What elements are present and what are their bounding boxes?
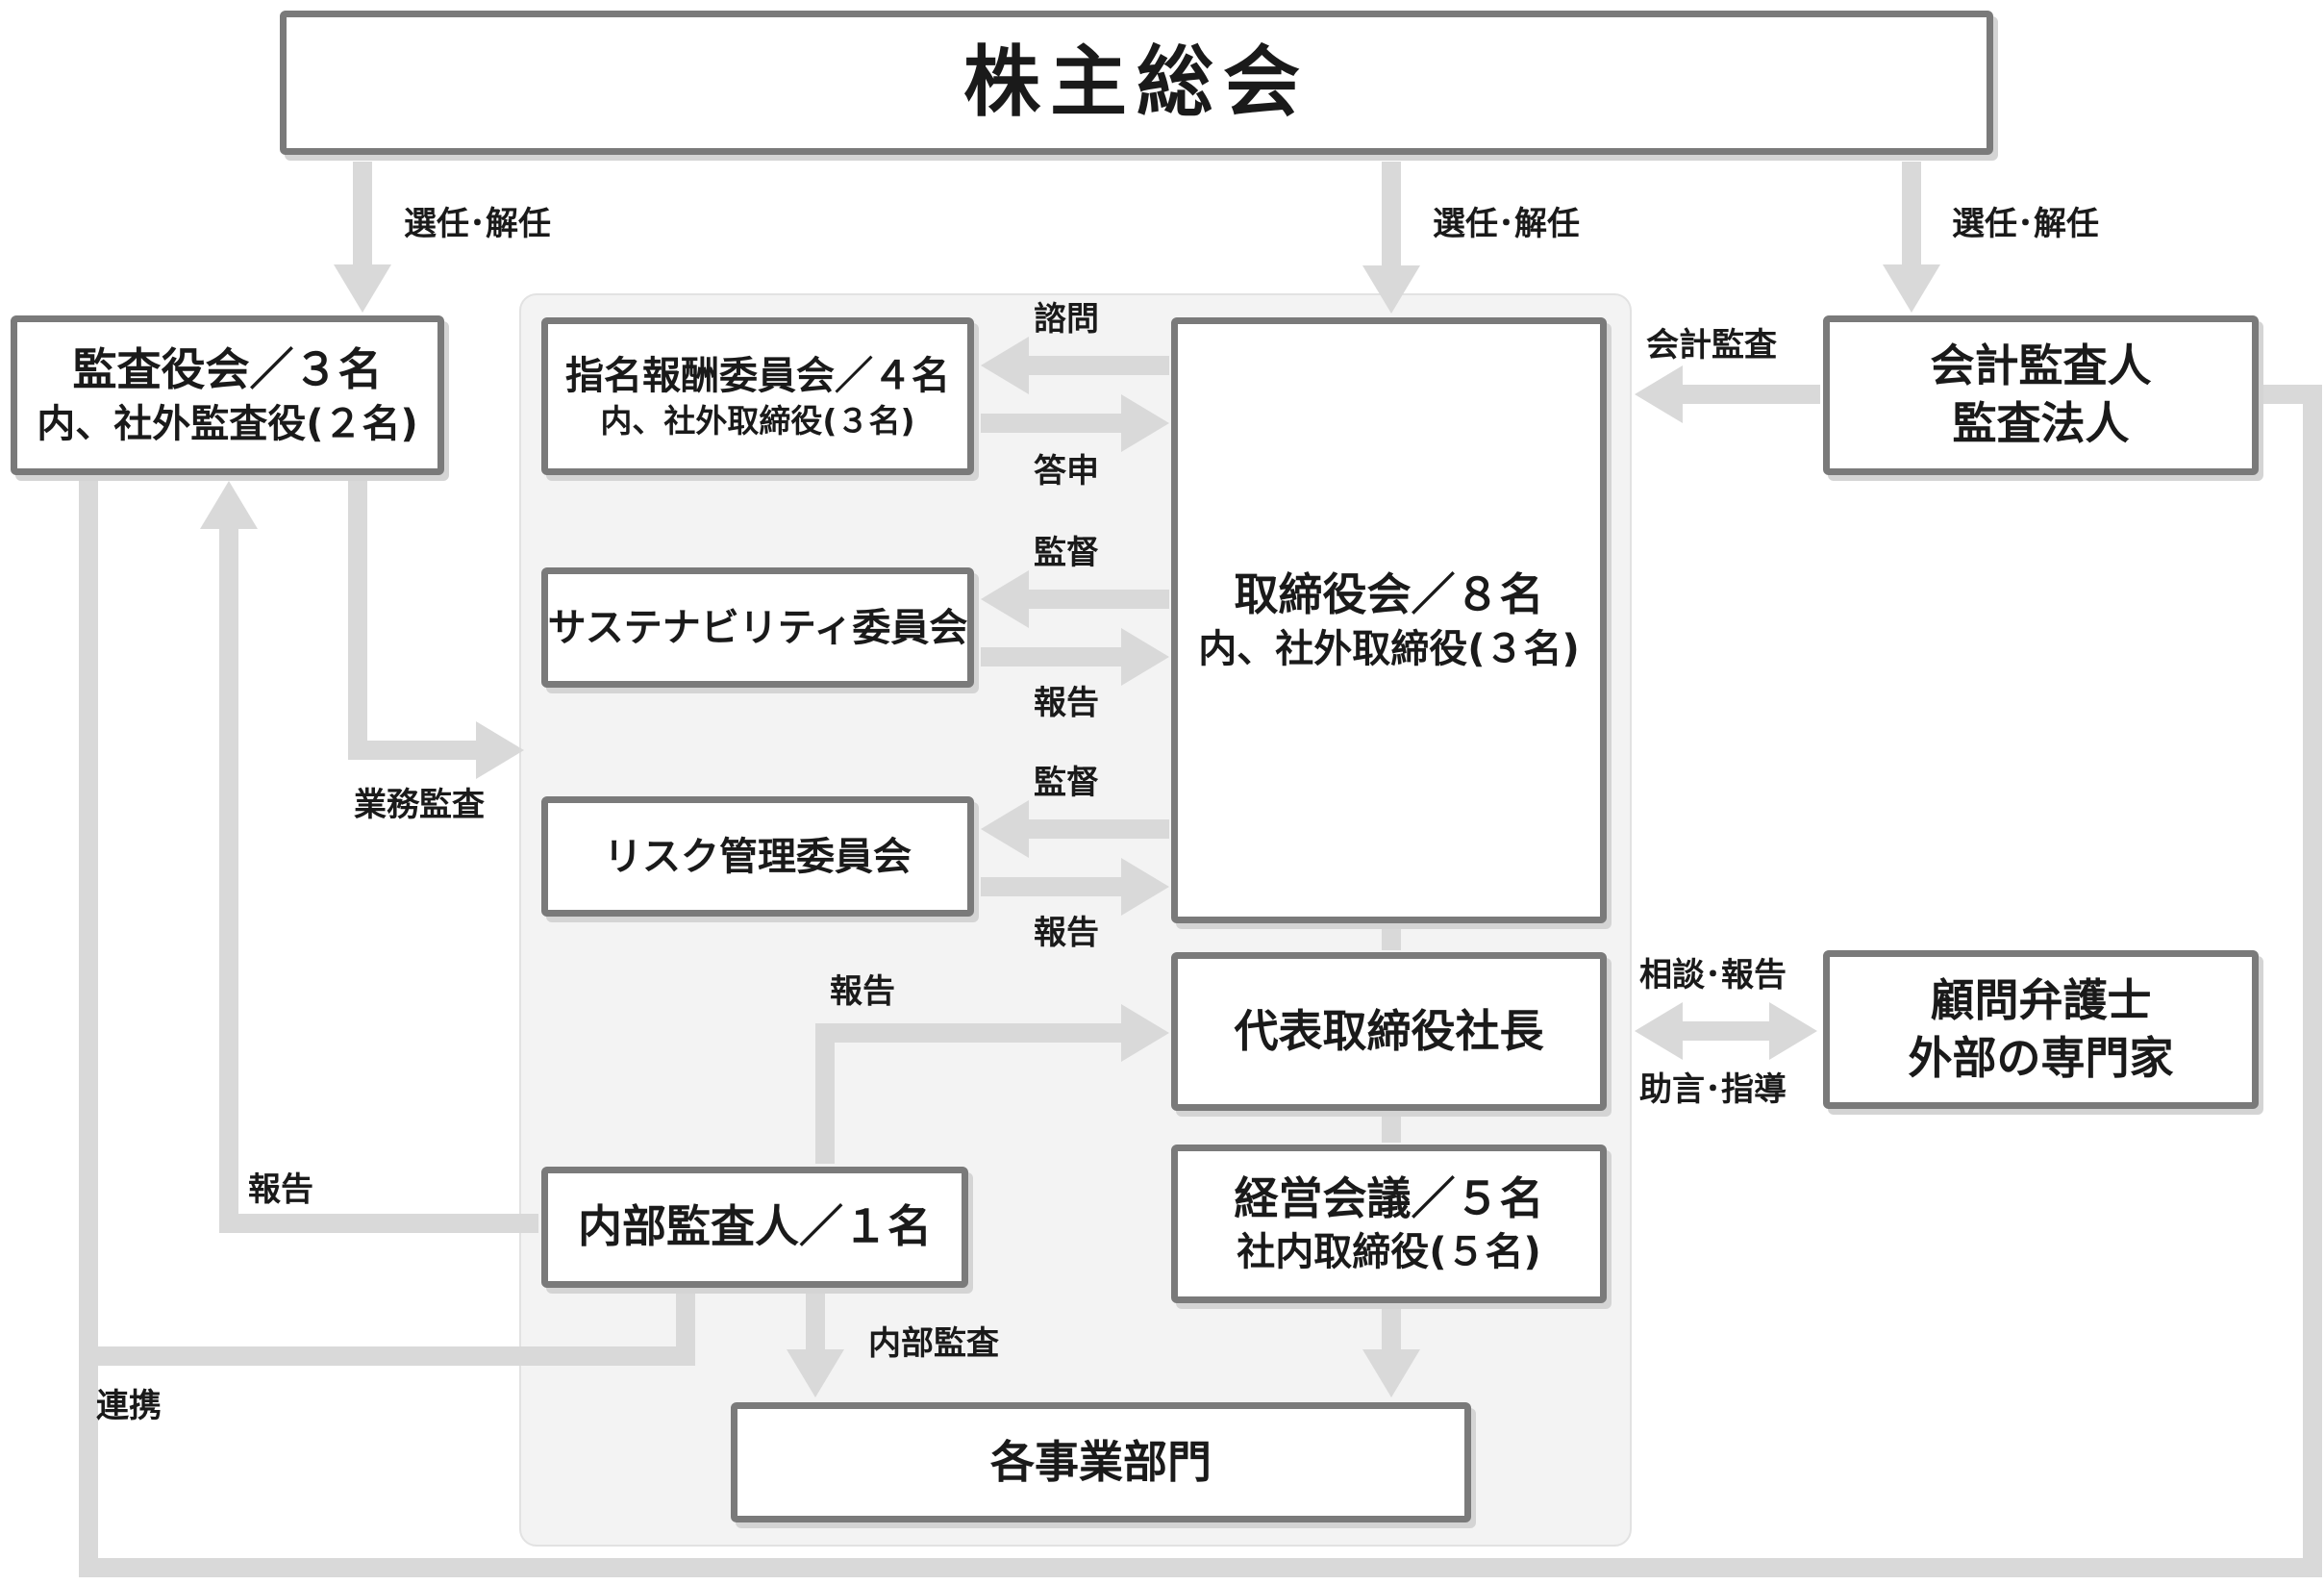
advisor-line2: 外部の専門家 [1908, 1031, 2174, 1084]
business-audit-arrow-shaft [348, 481, 481, 760]
board-of-directors-sub: 内、社外取締役(３名) [1198, 626, 1580, 671]
accounting-auditor-line2: 監査法人 [1952, 397, 2130, 449]
internal-auditor-box: 内部監査人／１名 [541, 1167, 968, 1288]
risk-committee-box: リスク管理委員会 [541, 796, 974, 917]
report-to-president-label: 報告 [830, 972, 895, 1011]
nomination-committee-box: 指名報酬委員会／４名 内、社外取締役(３名) [541, 317, 974, 475]
management-business-arrow-head [1362, 1349, 1420, 1397]
shareholders-meeting-box: 株主総会 [280, 11, 1993, 155]
business-audit-label: 業務監査 [354, 786, 485, 824]
supervise-risk-label: 監督 [1034, 764, 1099, 802]
business-units-label: 各事業部門 [990, 1435, 1212, 1488]
elect-center-arrow-head [1362, 265, 1420, 314]
report-sustainability-label: 報告 [1034, 684, 1099, 722]
accounting-auditor-box: 会計監査人 監査法人 [1823, 315, 2259, 475]
internal-report-president-shaft [815, 1023, 1125, 1164]
management-meeting-title: 経営会議／５名 [1234, 1171, 1544, 1224]
nomination-committee-title: 指名報酬委員会／４名 [565, 353, 950, 398]
accounting-audit-arrow-head [1635, 365, 1683, 423]
supervise-sustainability-label: 監督 [1034, 534, 1099, 572]
business-units-box: 各事業部門 [731, 1402, 1471, 1522]
management-meeting-box: 経営会議／５名 社内取締役(５名) [1171, 1145, 1607, 1303]
president-label: 代表取締役社長 [1234, 1004, 1544, 1057]
audit-board-box: 監査役会／３名 内、社外監査役(２名) [11, 315, 444, 475]
nomination-committee-sub: 内、社外取締役(３名) [600, 401, 915, 440]
audit-board-title: 監査役会／３名 [72, 343, 383, 396]
accounting-auditor-line1: 会計監査人 [1930, 340, 2152, 392]
shareholders-meeting-label: 株主総会 [963, 38, 1310, 127]
cooperation-accounting-line [79, 385, 2322, 1577]
internal-report-president-head [1121, 1004, 1169, 1062]
business-audit-arrow-head [476, 721, 524, 779]
advice-guidance-label: 助言･指導 [1639, 1070, 1787, 1109]
risk-committee-title: リスク管理委員会 [604, 834, 912, 879]
advisor-arrow-head-right [1769, 1002, 1817, 1060]
accounting-audit-label: 会計監査 [1646, 326, 1777, 365]
cooperation-label: 連携 [96, 1387, 162, 1425]
sustainability-committee-title: サステナビリティ委員会 [547, 605, 968, 650]
answer-label: 答申 [1034, 452, 1099, 491]
board-of-directors-box: 取締役会／８名 内、社外取締役(３名) [1171, 317, 1607, 923]
cooperation-internal-line [79, 481, 695, 1366]
president-box: 代表取締役社長 [1171, 952, 1607, 1111]
consult-report-label: 相談･報告 [1639, 956, 1787, 994]
lines [79, 162, 2322, 1577]
advisor-arrow-head-left [1635, 1002, 1683, 1060]
audit-board-sub: 内、社外監査役(２名) [37, 401, 418, 446]
internal-audit-arrow-head [787, 1349, 844, 1397]
internal-report-audit-board-head [200, 481, 258, 529]
sustainability-committee-box: サステナビリティ委員会 [541, 567, 974, 688]
internal-audit-label: 内部監査 [868, 1324, 999, 1363]
report-to-audit-board-label: 報告 [248, 1170, 313, 1209]
answer-arrow-head [1121, 394, 1169, 452]
elect-right-arrow-head [1883, 264, 1940, 313]
advisor-box: 顧問弁護士 外部の専門家 [1823, 950, 2259, 1109]
report-sustainability-arrow-head [1121, 628, 1169, 686]
elect-dismiss-left-label: 選任･解任 [404, 205, 551, 243]
report-risk-arrow-head [1121, 858, 1169, 916]
arrows [200, 264, 1940, 1397]
advisor-line1: 顧問弁護士 [1930, 973, 2152, 1026]
internal-report-audit-board-shaft [219, 524, 538, 1233]
elect-left-arrow-head [334, 264, 391, 313]
internal-auditor-label: 内部監査人／１名 [578, 1200, 932, 1253]
supervise-sustainability-arrow-head [981, 570, 1029, 628]
elect-dismiss-right-label: 選任･解任 [1952, 205, 2099, 243]
board-of-directors-title: 取締役会／８名 [1234, 568, 1544, 621]
consult-label: 諮問 [1034, 300, 1099, 339]
elect-dismiss-center-label: 選任･解任 [1433, 205, 1580, 243]
report-risk-label: 報告 [1034, 914, 1099, 952]
consult-arrow-head [981, 337, 1029, 394]
supervise-risk-arrow-head [981, 800, 1029, 858]
management-meeting-sub: 社内取締役(５名) [1237, 1230, 1541, 1275]
